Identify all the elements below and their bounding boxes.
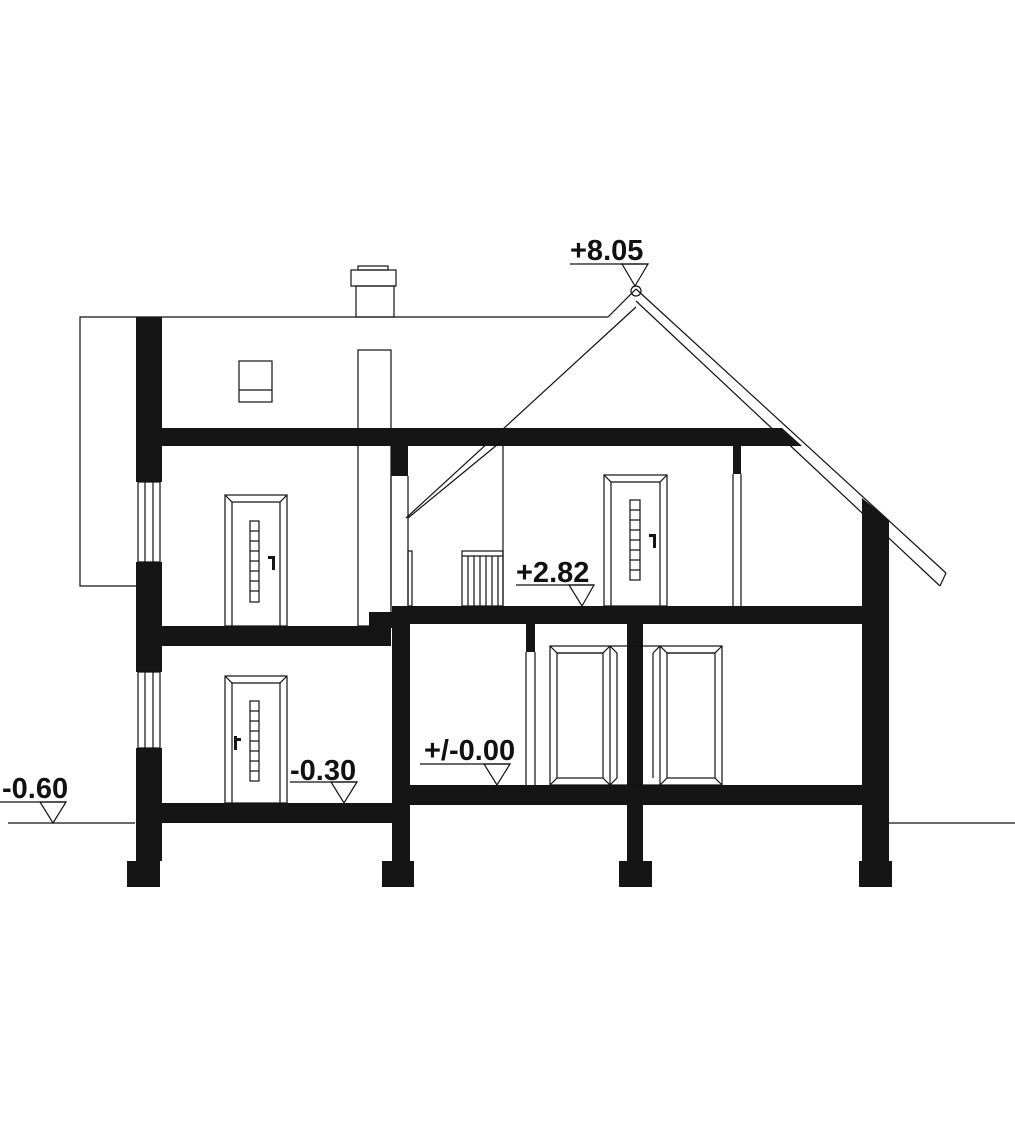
inner-column xyxy=(627,624,643,861)
footing-inner xyxy=(619,861,652,887)
footing-left xyxy=(127,861,160,887)
door-upper-right xyxy=(603,474,668,607)
door-upper-left xyxy=(224,494,288,627)
window-upper xyxy=(137,481,161,563)
interior-lines xyxy=(390,439,742,785)
attic-window xyxy=(238,360,273,403)
left-wall-middle xyxy=(136,562,162,672)
level-lower-floor: -0.30 xyxy=(290,755,359,805)
attic-floor-slab xyxy=(136,428,802,446)
footing-right xyxy=(859,861,892,887)
window-lower xyxy=(137,671,161,749)
svg-text:+8.05: +8.05 xyxy=(570,235,643,267)
level-terrain: -0.60 xyxy=(0,773,68,825)
glazed-doors xyxy=(549,645,723,786)
lower-floor-slab xyxy=(136,803,408,823)
left-windows xyxy=(137,481,161,749)
left-wall-upper xyxy=(136,317,162,482)
first-floor-slab xyxy=(392,606,889,624)
level-ground-floor: +/-0.00 xyxy=(420,735,515,787)
svg-text:+/-0.00: +/-0.00 xyxy=(424,735,515,767)
level-ridge: +8.05 xyxy=(570,235,650,288)
upper-slab-left xyxy=(136,626,391,646)
structure xyxy=(127,317,892,887)
central-wall-top xyxy=(391,428,408,476)
svg-text:+2.82: +2.82 xyxy=(516,557,589,589)
left-eave-outline xyxy=(79,316,608,587)
footing-central xyxy=(382,861,414,887)
ridge-marker-circle xyxy=(630,285,642,297)
level-first-floor: +2.82 xyxy=(516,557,596,608)
svg-text:-0.60: -0.60 xyxy=(2,773,68,805)
central-wall xyxy=(392,606,410,861)
right-wall xyxy=(862,498,889,861)
door-lower-left xyxy=(224,675,288,804)
stair-railing xyxy=(461,550,504,607)
